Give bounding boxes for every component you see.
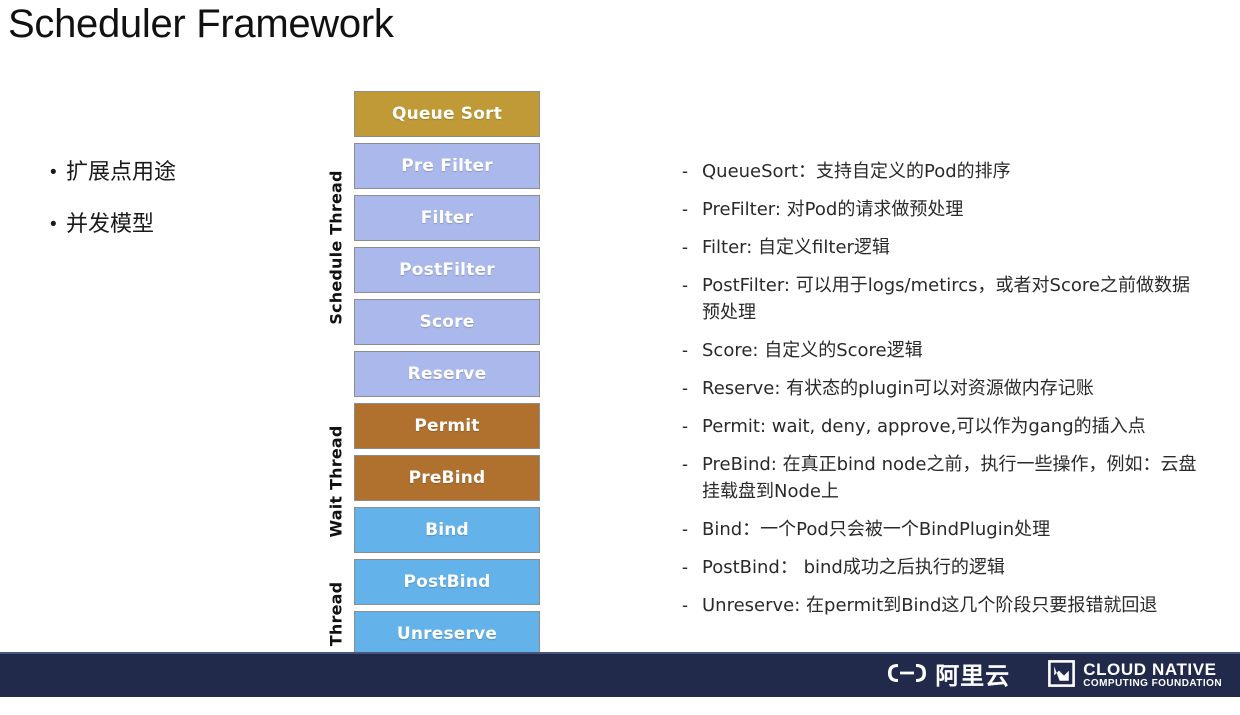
dash-marker-icon: - — [682, 454, 688, 474]
scheduler-flow-diagram: Schedule Thread Wait Thread Bind Thread … — [320, 91, 542, 693]
alibaba-cloud-label: 阿里云 — [935, 661, 1011, 690]
flow-box-reserve[interactable]: Reserve — [354, 351, 540, 397]
list-item: -PreFilter: 对Pod的请求做预处理 — [682, 196, 1202, 223]
flow-box-post-filter[interactable]: PostFilter — [354, 247, 540, 293]
flow-box-label: Bind — [425, 520, 469, 540]
cncf-wordmark: CLOUD NATIVE COMPUTING FOUNDATION — [1083, 661, 1222, 689]
thread-label-text: Schedule Thread — [326, 169, 346, 325]
flow-box-label: PostFilter — [399, 260, 495, 280]
flow-box-score[interactable]: Score — [354, 299, 540, 345]
flow-box-permit[interactable]: Permit — [354, 403, 540, 449]
bullet-label: 扩展点用途 — [66, 160, 177, 185]
description-text: QueueSort：支持自定义的Pod的排序 — [702, 161, 1011, 182]
thread-label-schedule: Schedule Thread — [320, 91, 352, 403]
dash-marker-icon: - — [682, 519, 688, 539]
thread-label-text: Wait Thread — [326, 424, 346, 538]
list-item: -Filter: 自定义filter逻辑 — [682, 234, 1202, 261]
flow-box-label: Reserve — [407, 364, 487, 384]
dash-marker-icon: - — [682, 340, 688, 360]
bullet-label: 并发模型 — [66, 212, 155, 237]
description-text: Unreserve: 在permit到Bind这几个阶段只要报错就回退 — [702, 595, 1158, 616]
cncf-logo: CLOUD NATIVE COMPUTING FOUNDATION — [1048, 659, 1222, 692]
alibaba-cloud-logo: 阿里云 — [886, 662, 1010, 689]
flow-box-stack: Queue Sort Pre Filter Filter PostFilter … — [354, 91, 540, 657]
description-text: Permit: wait, deny, approve,可以作为gang的插入点 — [702, 416, 1146, 437]
description-text: Bind：一个Pod只会被一个BindPlugin处理 — [702, 519, 1051, 540]
list-item: -PostFilter: 可以用于logs/metircs，或者对Score之前… — [682, 272, 1202, 326]
flow-box-prebind[interactable]: PreBind — [354, 455, 540, 501]
flow-box-label: Permit — [414, 416, 480, 436]
description-text: PostBind： bind成功之后执行的逻辑 — [702, 557, 1005, 578]
description-text: PreFilter: 对Pod的请求做预处理 — [702, 199, 964, 220]
flow-box-label: Pre Filter — [401, 156, 493, 176]
description-text: PreBind: 在真正bind node之前，执行一些操作，例如：云盘挂载盘到… — [702, 454, 1197, 502]
alibaba-cloud-mark-icon — [886, 662, 928, 689]
flow-box-label: Score — [419, 312, 475, 332]
flow-box-filter[interactable]: Filter — [354, 195, 540, 241]
flow-box-label: Queue Sort — [391, 104, 503, 124]
dash-marker-icon: - — [682, 199, 688, 219]
list-item: -Score: 自定义的Score逻辑 — [682, 337, 1202, 364]
flow-box-post-bind[interactable]: PostBind — [354, 559, 540, 605]
description-text: Filter: 自定义filter逻辑 — [702, 237, 890, 258]
list-item: -QueueSort：支持自定义的Pod的排序 — [682, 158, 1202, 185]
flow-box-unreserve[interactable]: Unreserve — [354, 611, 540, 657]
dash-marker-icon: - — [682, 378, 688, 398]
cncf-mark-icon — [1048, 659, 1076, 692]
footer-bar: 阿里云 CLOUD NATIVE COMPUTING FOUNDATION — [0, 652, 1240, 697]
cncf-line-1: CLOUD NATIVE — [1083, 660, 1217, 680]
flow-box-label: PreBind — [408, 468, 486, 488]
description-text: Reserve: 有状态的plugin可以对资源做内存记账 — [702, 378, 1094, 399]
extension-point-description-list: -QueueSort：支持自定义的Pod的排序 -PreFilter: 对Pod… — [682, 158, 1202, 630]
flow-box-label: Filter — [420, 208, 474, 228]
list-item: -PostBind： bind成功之后执行的逻辑 — [682, 554, 1202, 581]
list-item: -Unreserve: 在permit到Bind这几个阶段只要报错就回退 — [682, 592, 1202, 619]
page-title: Scheduler Framework — [8, 2, 394, 46]
flow-box-label: Unreserve — [396, 624, 498, 644]
dash-marker-icon: - — [682, 237, 688, 257]
thread-label-wait: Wait Thread — [320, 403, 352, 559]
cncf-line-2: COMPUTING FOUNDATION — [1083, 678, 1222, 690]
bullet-list: • 扩展点用途 • 并发模型 — [50, 158, 310, 262]
dash-marker-icon: - — [682, 416, 688, 436]
dash-marker-icon: - — [682, 275, 688, 295]
list-item: • 并发模型 — [50, 210, 310, 240]
list-item: -PreBind: 在真正bind node之前，执行一些操作，例如：云盘挂载盘… — [682, 451, 1202, 505]
bullet-dot-icon: • — [50, 162, 57, 183]
bullet-dot-icon: • — [50, 214, 57, 235]
list-item: • 扩展点用途 — [50, 158, 310, 188]
flow-box-bind[interactable]: Bind — [354, 507, 540, 553]
list-item: -Permit: wait, deny, approve,可以作为gang的插入… — [682, 413, 1202, 440]
flow-box-pre-filter[interactable]: Pre Filter — [354, 143, 540, 189]
dash-marker-icon: - — [682, 557, 688, 577]
description-text: Score: 自定义的Score逻辑 — [702, 340, 923, 361]
dash-marker-icon: - — [682, 595, 688, 615]
flow-box-queue-sort[interactable]: Queue Sort — [354, 91, 540, 137]
description-text: PostFilter: 可以用于logs/metircs，或者对Score之前做… — [702, 275, 1190, 323]
list-item: -Bind：一个Pod只会被一个BindPlugin处理 — [682, 516, 1202, 543]
thread-label-column: Schedule Thread Wait Thread Bind Thread — [320, 91, 352, 693]
dash-marker-icon: - — [682, 161, 688, 181]
list-item: -Reserve: 有状态的plugin可以对资源做内存记账 — [682, 375, 1202, 402]
flow-box-label: PostBind — [403, 572, 491, 592]
